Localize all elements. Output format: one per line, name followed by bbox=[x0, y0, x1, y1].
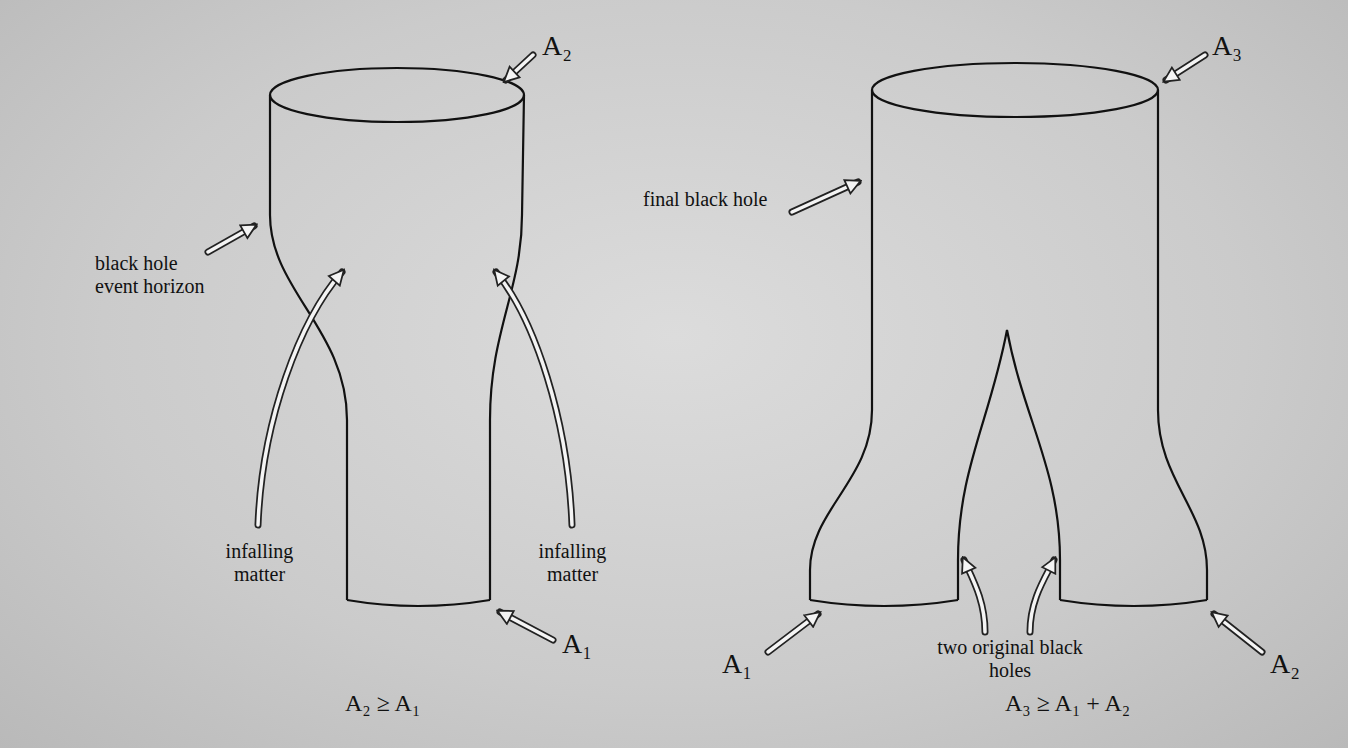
horizon-crotch bbox=[958, 330, 1060, 600]
callout-text: infalling matter bbox=[525, 540, 620, 586]
callout-arrow bbox=[1030, 560, 1054, 632]
area-label: A₂ bbox=[1270, 648, 1300, 680]
callout-arrow bbox=[1214, 614, 1262, 652]
area-label: A₁ bbox=[722, 648, 752, 680]
callout-arrow bbox=[964, 560, 985, 632]
area-inequality: A₃ ≥ A₁ + A₂ bbox=[1005, 690, 1130, 718]
callout-text: final black hole bbox=[643, 188, 767, 211]
callout-arrow bbox=[208, 226, 254, 252]
callout-arrow bbox=[768, 614, 818, 652]
callout-text: two original black holes bbox=[935, 636, 1085, 682]
area-label: A₁ bbox=[562, 628, 592, 660]
horizon-bottom bbox=[1060, 600, 1207, 606]
area-inequality: A₂ ≥ A₁ bbox=[345, 690, 420, 718]
callout-text: infalling matter bbox=[212, 540, 307, 586]
horizon-top bbox=[270, 68, 524, 122]
callout-arrow bbox=[506, 55, 533, 80]
callout-arrow bbox=[258, 272, 342, 525]
horizon-wall bbox=[1158, 90, 1207, 600]
horizon-wall bbox=[810, 90, 872, 600]
horizon-top bbox=[872, 63, 1158, 117]
horizon-wall bbox=[490, 95, 524, 600]
horizon-wall bbox=[270, 95, 347, 600]
callout-arrow bbox=[1166, 55, 1205, 80]
horizon-bottom bbox=[347, 600, 490, 606]
callout-arrow bbox=[792, 182, 858, 212]
callout-text: black hole event horizon bbox=[95, 252, 225, 298]
callout-arrow bbox=[500, 612, 553, 640]
horizon-bottom bbox=[810, 600, 958, 606]
callout-arrow bbox=[496, 272, 572, 525]
area-label: A₂ bbox=[542, 30, 572, 62]
area-label: A₃ bbox=[1212, 30, 1242, 62]
